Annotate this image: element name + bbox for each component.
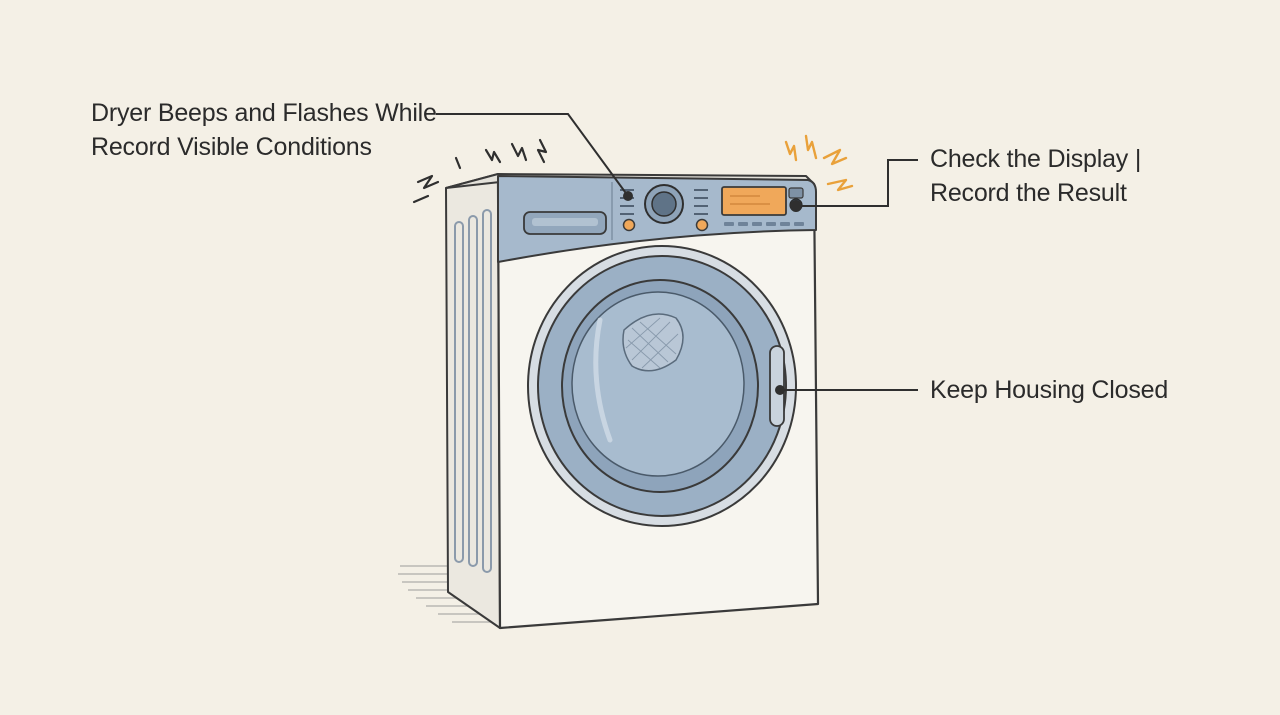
floor-shadow bbox=[398, 565, 498, 623]
alert-spark-icon bbox=[412, 138, 548, 204]
lcd-display bbox=[721, 186, 787, 216]
option-button-indicator bbox=[695, 218, 709, 232]
callout-line: Check the Display | bbox=[930, 145, 1142, 173]
leader-dot bbox=[790, 200, 802, 212]
leader-dot bbox=[623, 191, 633, 201]
callout-line: Keep Housing Closed bbox=[930, 376, 1169, 404]
callout-keep-housing-closed: Keep Housing Closed bbox=[930, 373, 1168, 407]
callout-line: Record Visible Conditions bbox=[91, 133, 372, 161]
callout-check-display: Check the Display | Record the Result bbox=[930, 142, 1141, 210]
callout-line: Dryer Beeps and Flashes While bbox=[91, 99, 437, 127]
side-vents bbox=[454, 209, 492, 573]
callout-line: Record the Result bbox=[930, 179, 1127, 207]
display-flash-icon bbox=[784, 134, 854, 192]
start-button-indicator bbox=[622, 218, 636, 232]
callout-leaders bbox=[436, 113, 918, 391]
callout-dryer-beeps: Dryer Beeps and Flashes While Record Vis… bbox=[91, 96, 437, 164]
dryer-door bbox=[527, 245, 797, 527]
leader-dot bbox=[775, 385, 785, 395]
